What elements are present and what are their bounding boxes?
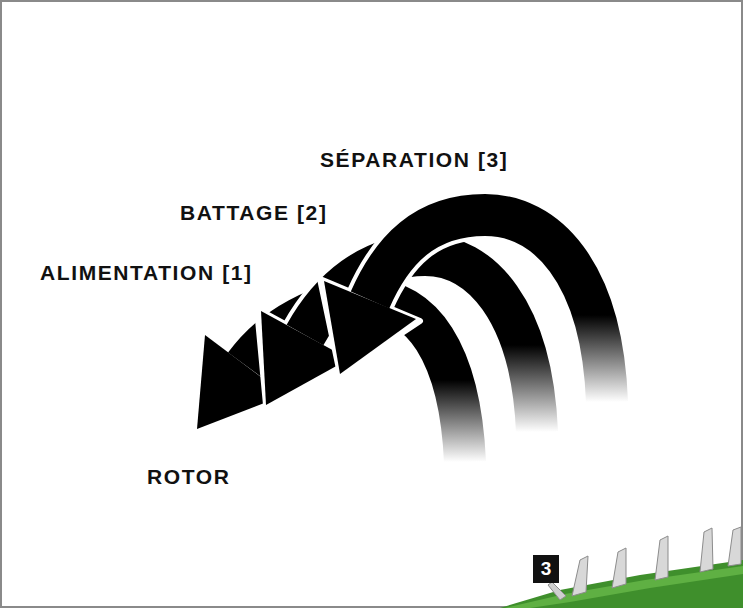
stage-label: BATTAGE [2] <box>180 199 380 227</box>
callout-number: 3 <box>533 555 559 583</box>
separation-arrow <box>320 215 607 402</box>
rotor-illustration <box>500 527 743 608</box>
stage-label: ALIMENTATION [1] <box>40 259 255 287</box>
part-label: ROTOR <box>147 463 267 491</box>
stage-label: SÉPARATION [3] <box>320 146 580 174</box>
